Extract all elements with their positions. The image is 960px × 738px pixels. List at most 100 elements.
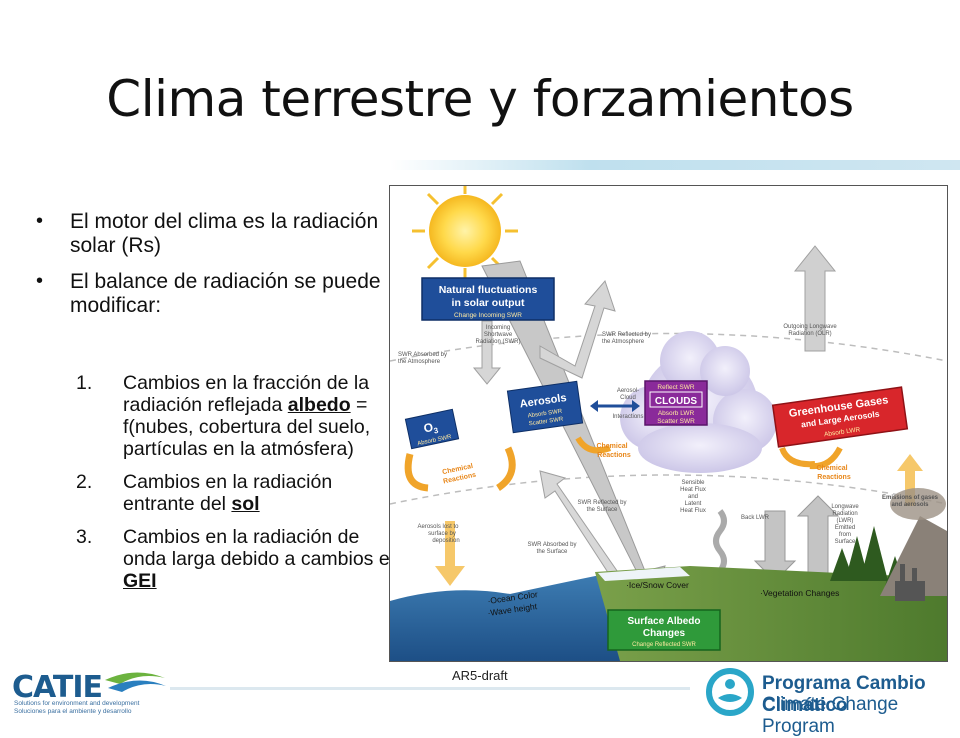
- ozone-box: O3 Absorb SWR: [404, 408, 460, 450]
- svg-text:the Atmosphere: the Atmosphere: [602, 339, 645, 345]
- olr-arrow: [793, 245, 837, 352]
- factory-icon: [895, 564, 925, 601]
- svg-text:Aerosols lost to: Aerosols lost to: [417, 524, 459, 530]
- svg-text:Natural fluctuations: Natural fluctuations: [439, 284, 538, 296]
- emissions-arrow: [897, 454, 923, 506]
- svg-text:Absorb LWR: Absorb LWR: [658, 410, 695, 417]
- svg-text:Changes: Changes: [643, 628, 686, 639]
- svg-text:Reflect SWR: Reflect SWR: [657, 384, 695, 391]
- sun-icon: [412, 186, 518, 281]
- numbered-list: 1. Cambios en la fracción de la radiació…: [76, 372, 406, 603]
- svg-text:Emissions of gases: Emissions of gases: [882, 495, 939, 501]
- svg-text:O3: O3: [422, 419, 439, 438]
- footer-divider: [170, 687, 690, 690]
- svg-text:SWR Reflected by: SWR Reflected by: [602, 332, 651, 338]
- aerosols-box: Aerosols Absorb SWR Scatter SWR: [506, 380, 584, 434]
- svg-text:and aerosols: and aerosols: [891, 502, 929, 508]
- chemical-reaction-arrow: [495, 446, 516, 491]
- svg-text:Longwave: Longwave: [831, 504, 859, 510]
- svg-text:Change Incoming SWR: Change Incoming SWR: [454, 312, 522, 319]
- item-number: 3.: [76, 526, 93, 548]
- lower-atmosphere-boundary: [390, 474, 947, 505]
- svg-text:from: from: [839, 532, 851, 538]
- item-text-tail: = f(nubes, cobertura del suelo, partícul…: [123, 394, 371, 460]
- bullet-text: El motor del clima es la radiación solar…: [70, 210, 379, 257]
- svg-text:the Surface: the Surface: [587, 507, 618, 513]
- svg-text:Surface: Surface: [835, 539, 856, 545]
- numbered-item: 1. Cambios en la fracción de la radiació…: [76, 372, 406, 460]
- svg-text:Outgoing Longwave: Outgoing Longwave: [783, 324, 837, 330]
- svg-text:Incoming: Incoming: [486, 325, 510, 331]
- chemical-reaction-arrow: [809, 446, 843, 470]
- chemical-reaction-arrow: [779, 446, 816, 468]
- svg-text:Reactions: Reactions: [597, 452, 631, 459]
- svg-text:Scatter SWR: Scatter SWR: [529, 417, 565, 428]
- program-name-es: Programa Cambio Climático: [762, 673, 926, 716]
- bullet-item: • El motor del clima es la radiación sol…: [36, 210, 396, 258]
- svg-text:Aerosol-: Aerosol-: [617, 388, 639, 394]
- svg-text:deposition: deposition: [432, 538, 459, 544]
- deposition-arrow: [435, 521, 465, 586]
- bullet-item: • El balance de radiación se puede modif…: [36, 270, 396, 318]
- greenhouse-gases-box: Greenhouse Gases and Large Aerosols Abso…: [771, 386, 909, 448]
- bullet-text: El balance de radiación se puede modific…: [70, 270, 381, 317]
- chemical-reaction-arrow: [575, 436, 612, 454]
- climate-program-logo: [706, 668, 754, 716]
- svg-text:Radiation (SWR): Radiation (SWR): [475, 339, 520, 345]
- catie-tagline-es: Soluciones para el ambiente y desarrollo: [14, 708, 132, 715]
- svg-text:in solar output: in solar output: [452, 297, 525, 309]
- title-underline-bar: [390, 160, 960, 170]
- climate-forcing-diagram: Natural fluctuations in solar output Cha…: [389, 185, 948, 662]
- figure-caption: AR5-draft: [452, 668, 508, 683]
- item-number: 2.: [76, 471, 93, 493]
- bullet-dot: •: [36, 270, 44, 292]
- item-text: Cambios en la radiación entrante del: [123, 471, 333, 515]
- svg-text:surface by: surface by: [428, 531, 456, 537]
- volcano-icon: [880, 516, 947, 596]
- numbered-item: 3. Cambios en la radiación de onda larga…: [76, 526, 406, 592]
- bullet-list: • El motor del clima es la radiación sol…: [36, 210, 396, 330]
- item-text: Cambios en la radiación de onda larga de…: [123, 526, 401, 570]
- surface-albedo-box: Surface Albedo Changes Change Reflected …: [607, 609, 721, 651]
- slide-title: Clima terrestre y forzamientos: [106, 70, 854, 128]
- svg-text:Reactions: Reactions: [817, 474, 851, 481]
- svg-text:Heat Flux: Heat Flux: [680, 508, 706, 514]
- svg-text:Emitted: Emitted: [835, 525, 855, 531]
- numbered-item: 2. Cambios en la radiación entrante del …: [76, 471, 406, 515]
- svg-text:SWR Reflected by: SWR Reflected by: [577, 500, 626, 506]
- natural-fluctuations-box: Natural fluctuations in solar output Cha…: [421, 277, 555, 321]
- svg-text:Sensible: Sensible: [681, 480, 705, 486]
- bullet-dot: •: [36, 210, 44, 232]
- program-name-en: Climate Change Program: [762, 694, 899, 737]
- svg-text:Absorb SWR: Absorb SWR: [527, 409, 563, 420]
- svg-text:SWR Absorbed by: SWR Absorbed by: [398, 352, 447, 358]
- svg-text:Chemical: Chemical: [816, 465, 847, 472]
- svg-text:·Vegetation Changes: ·Vegetation Changes: [760, 588, 839, 598]
- absorbed-atmosphere-arrow: [472, 320, 502, 385]
- reflected-atmosphere-arrow: [539, 280, 616, 379]
- item-keyword: albedo: [287, 394, 351, 416]
- svg-text:Surface Albedo: Surface Albedo: [628, 616, 701, 627]
- svg-text:the Surface: the Surface: [537, 549, 568, 555]
- item-keyword: sol: [231, 493, 260, 515]
- catie-wordmark: CATIE: [12, 670, 103, 705]
- svg-text:Change Reflected SWR: Change Reflected SWR: [632, 642, 696, 648]
- ice-patch: [598, 567, 690, 581]
- svg-text:Latent: Latent: [685, 501, 702, 507]
- item-number: 1.: [76, 372, 93, 394]
- svg-text:Chemical: Chemical: [596, 443, 627, 450]
- catie-tagline-en: Solutions for environment and developmen…: [14, 700, 140, 707]
- svg-text:the Atmosphere: the Atmosphere: [398, 359, 441, 365]
- reflected-surface-arrow: [539, 470, 623, 592]
- item-text: Cambios en la fracción de la radiación r…: [123, 372, 370, 416]
- clouds-box: Reflect SWR CLOUDS Absorb LWR Scatter SW…: [644, 380, 708, 426]
- svg-text:Back LWR: Back LWR: [741, 515, 770, 521]
- svg-text:·Ice/Snow Cover: ·Ice/Snow Cover: [626, 580, 689, 590]
- upper-atmosphere-boundary: [390, 332, 947, 362]
- item-keyword: GEI: [123, 570, 157, 592]
- svg-text:and: and: [688, 494, 698, 500]
- svg-text:CLOUDS: CLOUDS: [655, 396, 698, 407]
- svg-text:SWR Absorbed by: SWR Absorbed by: [527, 542, 576, 548]
- catie-logo: [105, 672, 166, 692]
- svg-text:Radiation (OLR): Radiation (OLR): [788, 331, 831, 337]
